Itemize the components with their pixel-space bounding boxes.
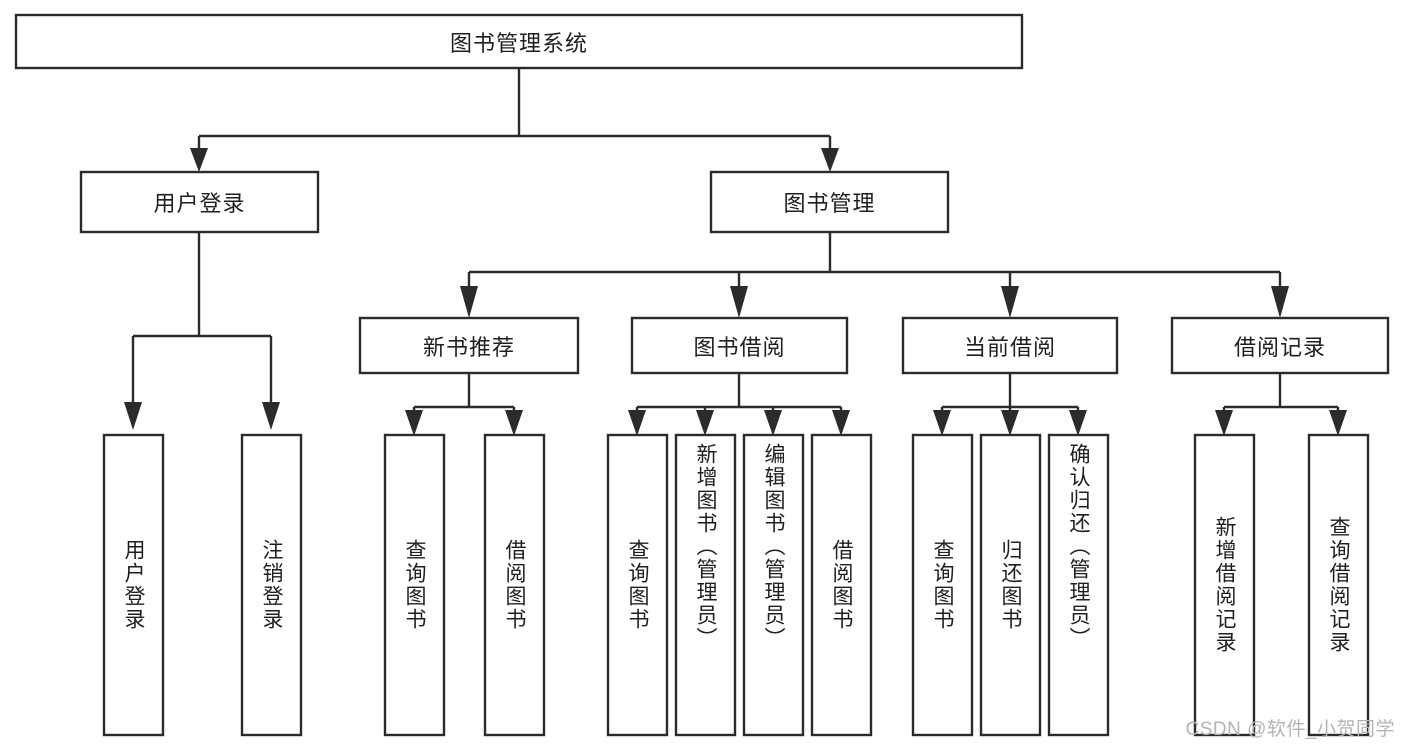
node-new-book-recommend-box[interactable] [358,316,580,375]
node-leaf-user-login-box[interactable] [102,433,165,737]
arrow-head-leaf-user-login [124,402,142,430]
arrow-head-new-book-recommend [460,286,478,318]
node-borrow-record-box[interactable] [1170,316,1390,375]
node-leaf-query-record-box[interactable] [1307,433,1370,737]
arrow-head-leaf-query-book-1 [405,410,423,436]
node-leaf-borrow-book-2-box[interactable] [810,433,873,737]
node-book-management-box[interactable] [709,170,950,234]
node-leaf-user-logout-box[interactable] [240,433,303,737]
node-leaf-query-book-3-box[interactable] [911,433,974,737]
arrow-head-book-management [821,148,839,172]
arrow-head-leaf-query-book-2 [628,410,646,436]
arrow-head-user-login [190,148,208,172]
watermark-text: CSDN @软件_小贺同学 [1185,719,1395,740]
arrow-head-leaf-confirm-return [1069,410,1087,436]
node-leaf-edit-book-box[interactable] [742,433,805,737]
node-current-borrow-box[interactable] [901,316,1119,375]
arrow-head-leaf-query-book-3 [933,410,951,436]
node-leaf-query-book-2-box[interactable] [606,433,669,737]
node-leaf-query-book-1-box[interactable] [383,433,446,737]
node-book-borrow-box[interactable] [630,316,849,375]
arrow-head-leaf-add-book [696,410,714,436]
arrow-head-leaf-borrow-book-2 [832,410,850,436]
node-leaf-borrow-book-1-box[interactable] [483,433,546,737]
arrow-head-borrow-record [1271,286,1289,318]
node-user-login-box[interactable] [79,170,320,234]
node-root-box[interactable] [14,13,1024,70]
arrow-head-leaf-borrow-book-1 [505,410,523,436]
arrow-head-leaf-add-record [1215,410,1233,436]
arrow-head-current-borrow [1001,286,1019,318]
node-leaf-add-book-box[interactable] [674,433,737,737]
arrow-head-book-borrow [730,286,748,318]
arrow-head-leaf-user-logout [262,402,280,430]
arrow-head-leaf-edit-book [764,410,782,436]
node-leaf-add-record-box[interactable] [1193,433,1256,737]
arrow-head-leaf-return-book [1001,410,1019,436]
arrow-head-leaf-query-record [1329,410,1347,436]
node-leaf-confirm-return-box[interactable] [1047,433,1110,737]
node-leaf-return-book-box[interactable] [979,433,1042,737]
